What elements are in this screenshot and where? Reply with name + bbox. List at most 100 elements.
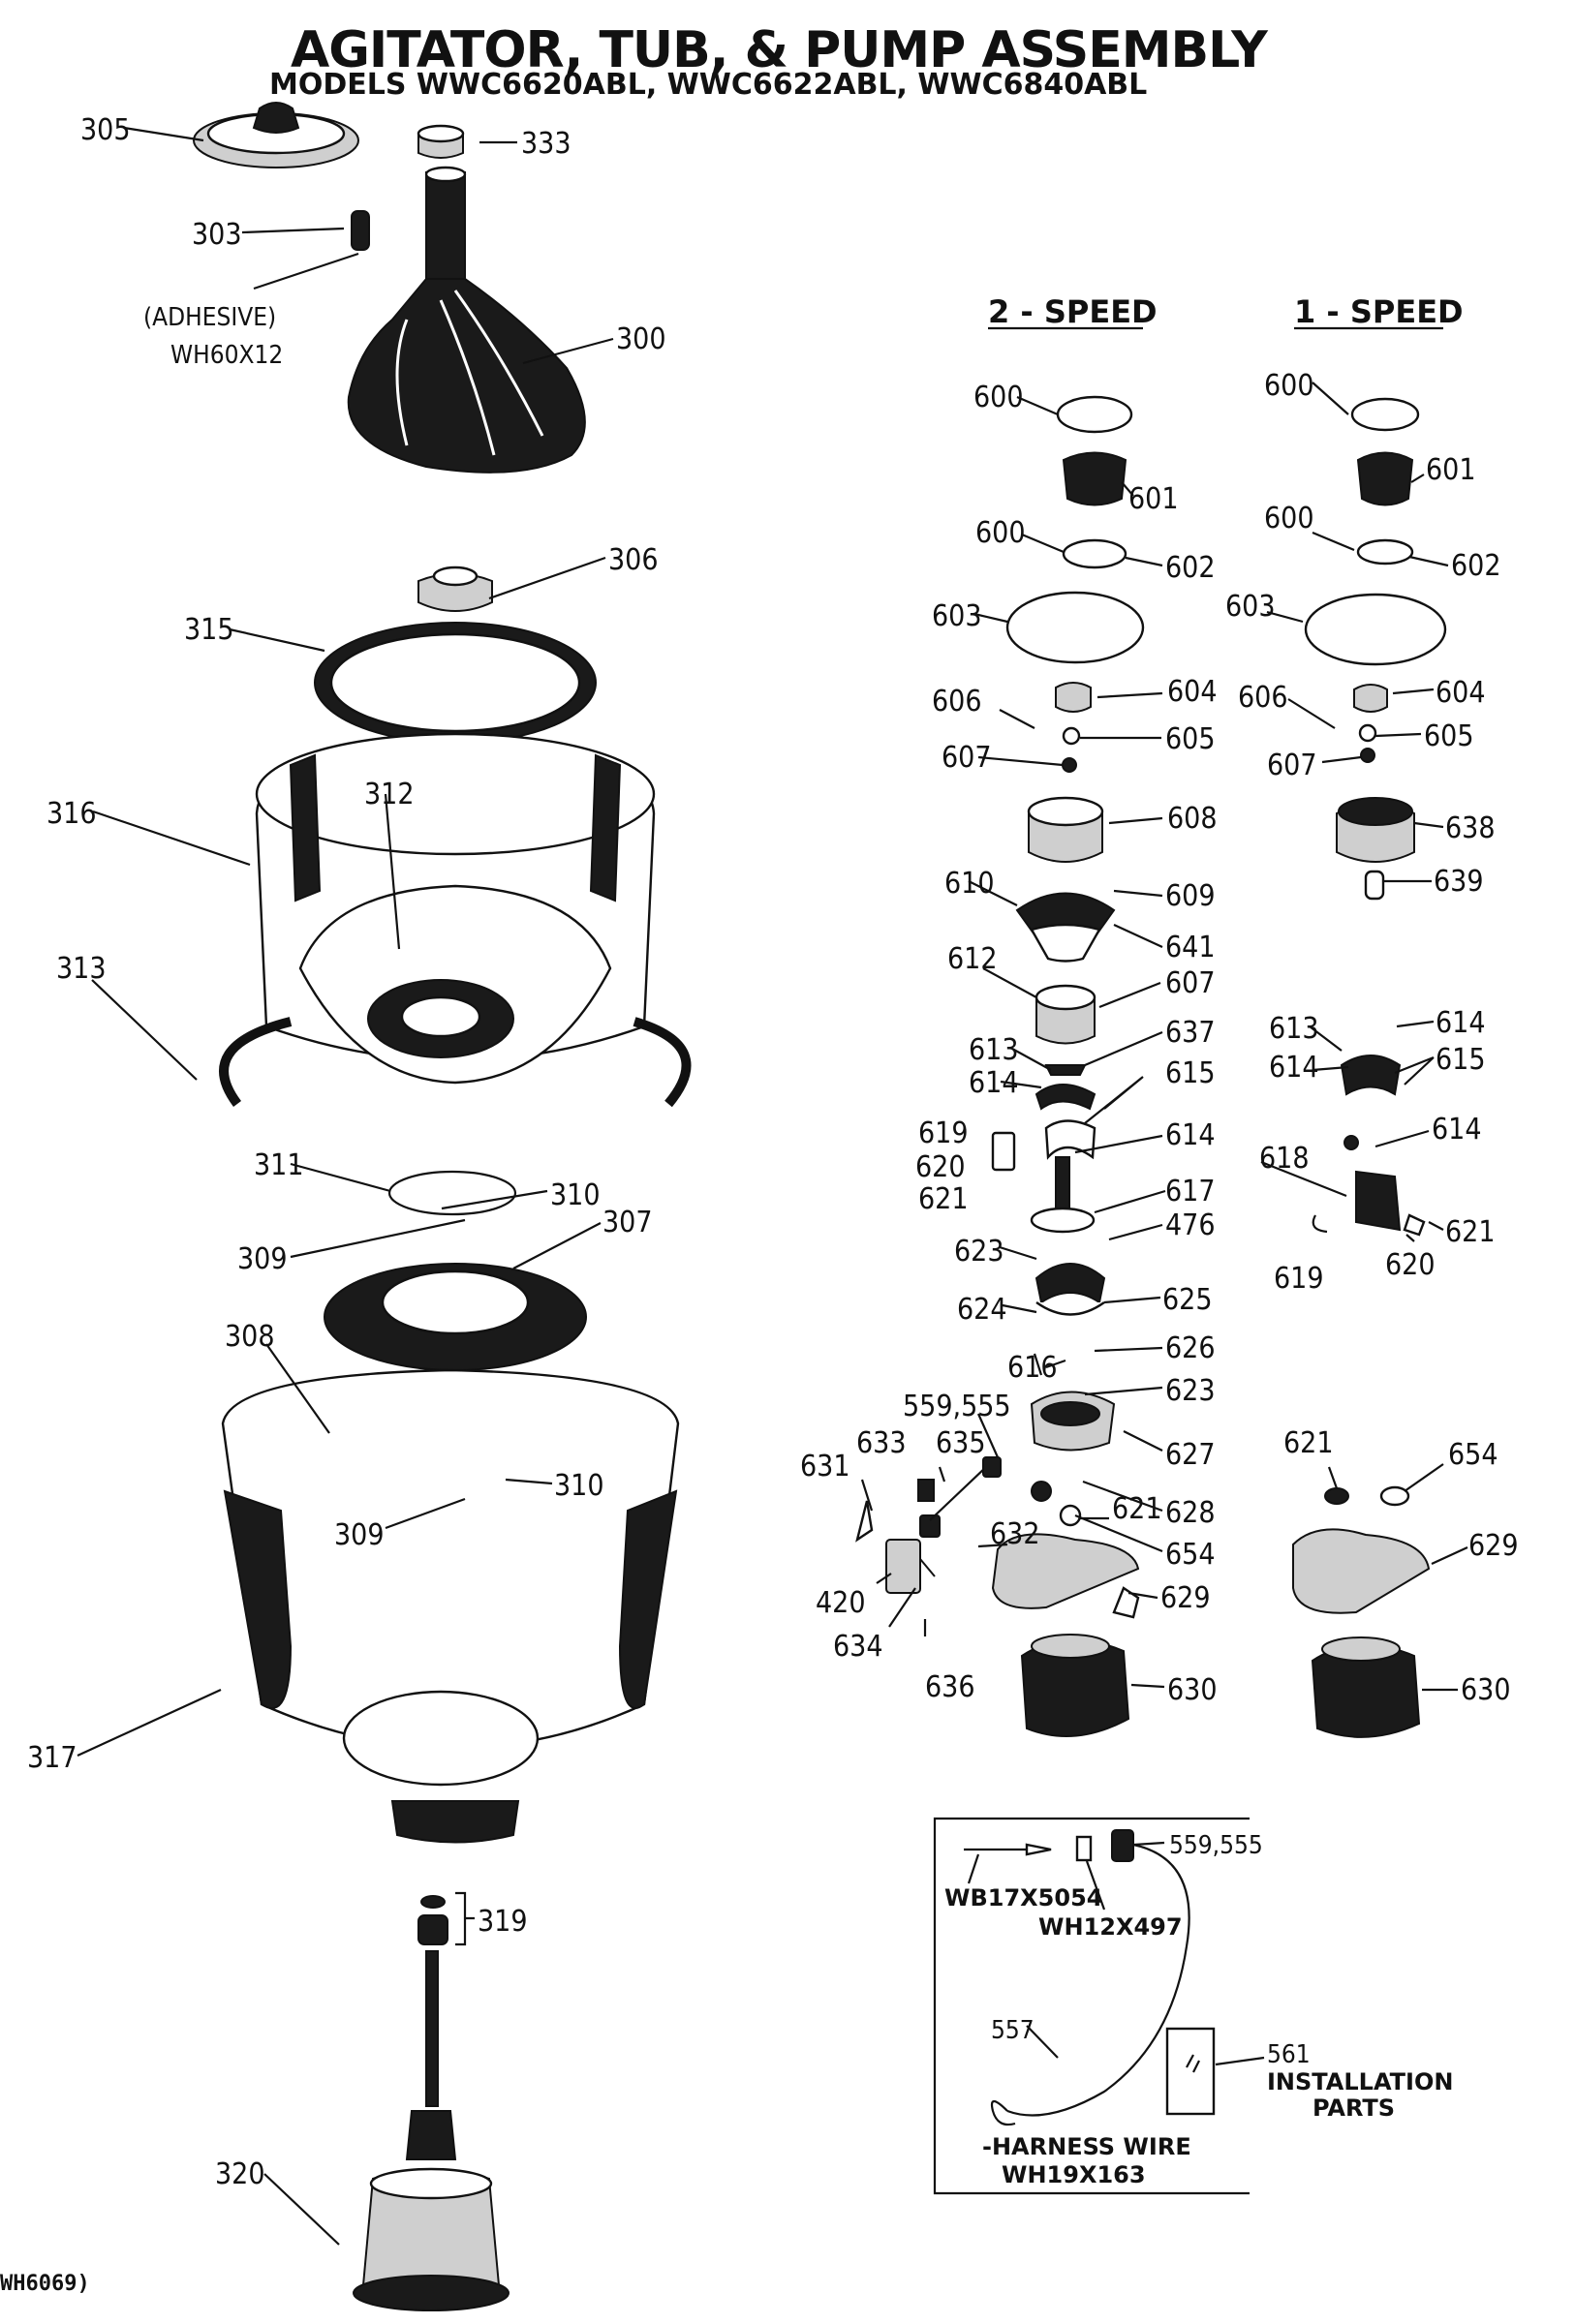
label-2s-613: 613 <box>969 1033 1019 1067</box>
label-1s-620: 620 <box>1385 1248 1436 1282</box>
label-1s-605: 605 <box>1424 719 1474 753</box>
label-1s-621-lower: 621 <box>1283 1426 1334 1460</box>
two-speed-parts <box>855 395 1145 1737</box>
label-2s-609: 609 <box>1165 879 1216 913</box>
label-300: 300 <box>616 322 666 356</box>
label-2s-602: 602 <box>1165 551 1216 585</box>
label-2s-476: 476 <box>1165 1208 1216 1242</box>
label-2s-600-top: 600 <box>973 381 1024 414</box>
label-2s-607-lower: 607 <box>1165 966 1216 1000</box>
label-wh60x12: WH60X12 <box>170 341 283 370</box>
label-1s-603: 603 <box>1225 590 1276 624</box>
label-2s-626: 626 <box>1165 1331 1216 1365</box>
label-1s-619: 619 <box>1274 1262 1324 1296</box>
part-300-agitator <box>347 166 586 474</box>
label-320: 320 <box>215 2157 265 2191</box>
label-adhesive: (ADHESIVE) <box>143 303 276 332</box>
label-2s-559-555: 559,555 <box>903 1390 1011 1423</box>
label-2s-600-mid: 600 <box>975 516 1026 550</box>
label-2s-603: 603 <box>932 599 982 633</box>
label-1s-614-left: 614 <box>1269 1051 1319 1085</box>
label-2s-654: 654 <box>1165 1538 1216 1572</box>
label-1s-629: 629 <box>1468 1529 1519 1563</box>
part-317-outer-tub <box>221 1368 680 1844</box>
label-1s-621-upper: 621 <box>1445 1215 1496 1249</box>
section-header-2-speed: 2 - SPEED <box>988 293 1158 330</box>
label-2s-630: 630 <box>1167 1673 1218 1707</box>
models-subtitle: MODELS WWC6620ABL, WWC6622ABL, WWC6840AB… <box>269 68 1148 102</box>
label-315: 315 <box>184 613 234 647</box>
label-309-lower: 309 <box>334 1518 385 1552</box>
page-title: AGITATOR, TUB, & PUMP ASSEMBLY <box>291 21 1268 79</box>
label-1s-639: 639 <box>1434 865 1484 899</box>
label-2s-623-lower: 623 <box>1165 1374 1216 1408</box>
label-310-upper: 310 <box>550 1178 601 1212</box>
label-2s-614-lower: 614 <box>1165 1118 1216 1152</box>
label-parts: PARTS <box>1312 2095 1395 2122</box>
label-309-upper: 309 <box>237 1242 288 1276</box>
part-319-seal <box>417 1895 448 1945</box>
label-319: 319 <box>478 1905 528 1939</box>
label-1s-607: 607 <box>1267 749 1317 782</box>
label-1s-638: 638 <box>1445 811 1496 845</box>
label-2s-621-lower: 621 <box>1112 1492 1162 1526</box>
label-2s-636: 636 <box>925 1670 975 1704</box>
label-310-lower: 310 <box>554 1469 604 1503</box>
label-317: 317 <box>27 1741 77 1775</box>
label-harness-559-555: 559,555 <box>1169 1831 1263 1860</box>
label-1s-630: 630 <box>1461 1673 1511 1707</box>
part-307-boot <box>324 1263 587 1371</box>
label-1s-604: 604 <box>1436 676 1486 710</box>
label-1s-600-top: 600 <box>1264 369 1314 403</box>
label-311: 311 <box>254 1148 304 1182</box>
label-2s-621-upper: 621 <box>918 1182 969 1216</box>
label-2s-641: 641 <box>1165 931 1216 964</box>
label-1s-601: 601 <box>1426 453 1476 487</box>
label-312: 312 <box>364 778 415 811</box>
label-2s-420: 420 <box>816 1586 866 1620</box>
label-2s-625: 625 <box>1162 1283 1213 1317</box>
one-speed-parts <box>1292 397 1447 1738</box>
label-2s-627: 627 <box>1165 1438 1216 1472</box>
label-2s-614-upper: 614 <box>969 1066 1019 1100</box>
label-2s-629: 629 <box>1160 1581 1211 1615</box>
label-313: 313 <box>56 952 107 986</box>
label-305: 305 <box>80 113 131 147</box>
part-316-basket <box>255 732 656 1085</box>
label-2s-631: 631 <box>800 1450 850 1483</box>
label-561: 561 <box>1267 2040 1311 2069</box>
label-2s-633: 633 <box>856 1426 907 1460</box>
label-2s-619: 619 <box>918 1116 969 1150</box>
section-header-1-speed: 1 - SPEED <box>1294 293 1464 330</box>
leader-lines <box>77 126 1468 2246</box>
label-1s-614-top: 614 <box>1436 1006 1486 1040</box>
label-2s-612: 612 <box>947 942 998 976</box>
label-2s-624: 624 <box>957 1293 1007 1327</box>
label-2s-620: 620 <box>915 1150 966 1184</box>
part-303-insert <box>351 210 370 251</box>
label-2s-637: 637 <box>1165 1016 1216 1050</box>
label-2s-616: 616 <box>1007 1351 1058 1385</box>
label-2s-628: 628 <box>1165 1496 1216 1530</box>
label-2s-606: 606 <box>932 685 982 719</box>
label-2s-610: 610 <box>944 867 995 901</box>
harness-box <box>933 1817 1250 2195</box>
label-2s-605: 605 <box>1165 722 1216 756</box>
label-1s-606: 606 <box>1238 681 1288 715</box>
label-307: 307 <box>602 1206 653 1239</box>
label-2s-615: 615 <box>1165 1056 1216 1090</box>
label-1s-654: 654 <box>1448 1438 1498 1472</box>
label-2s-634: 634 <box>833 1630 883 1664</box>
part-306-315-ring <box>314 566 597 744</box>
label-1s-600-mid: 600 <box>1264 502 1314 535</box>
part-320-pump-shaft <box>353 1950 510 2311</box>
label-wh19x163: WH19X163 <box>1002 2161 1146 2188</box>
label-557: 557 <box>991 2016 1035 2045</box>
label-harness-wire: -HARNESS WIRE <box>982 2133 1191 2160</box>
part-311-clamp <box>387 1170 517 1216</box>
label-1s-615: 615 <box>1436 1043 1486 1077</box>
label-1s-613: 613 <box>1269 1012 1319 1046</box>
label-1s-602: 602 <box>1451 549 1501 583</box>
label-333: 333 <box>521 127 571 161</box>
